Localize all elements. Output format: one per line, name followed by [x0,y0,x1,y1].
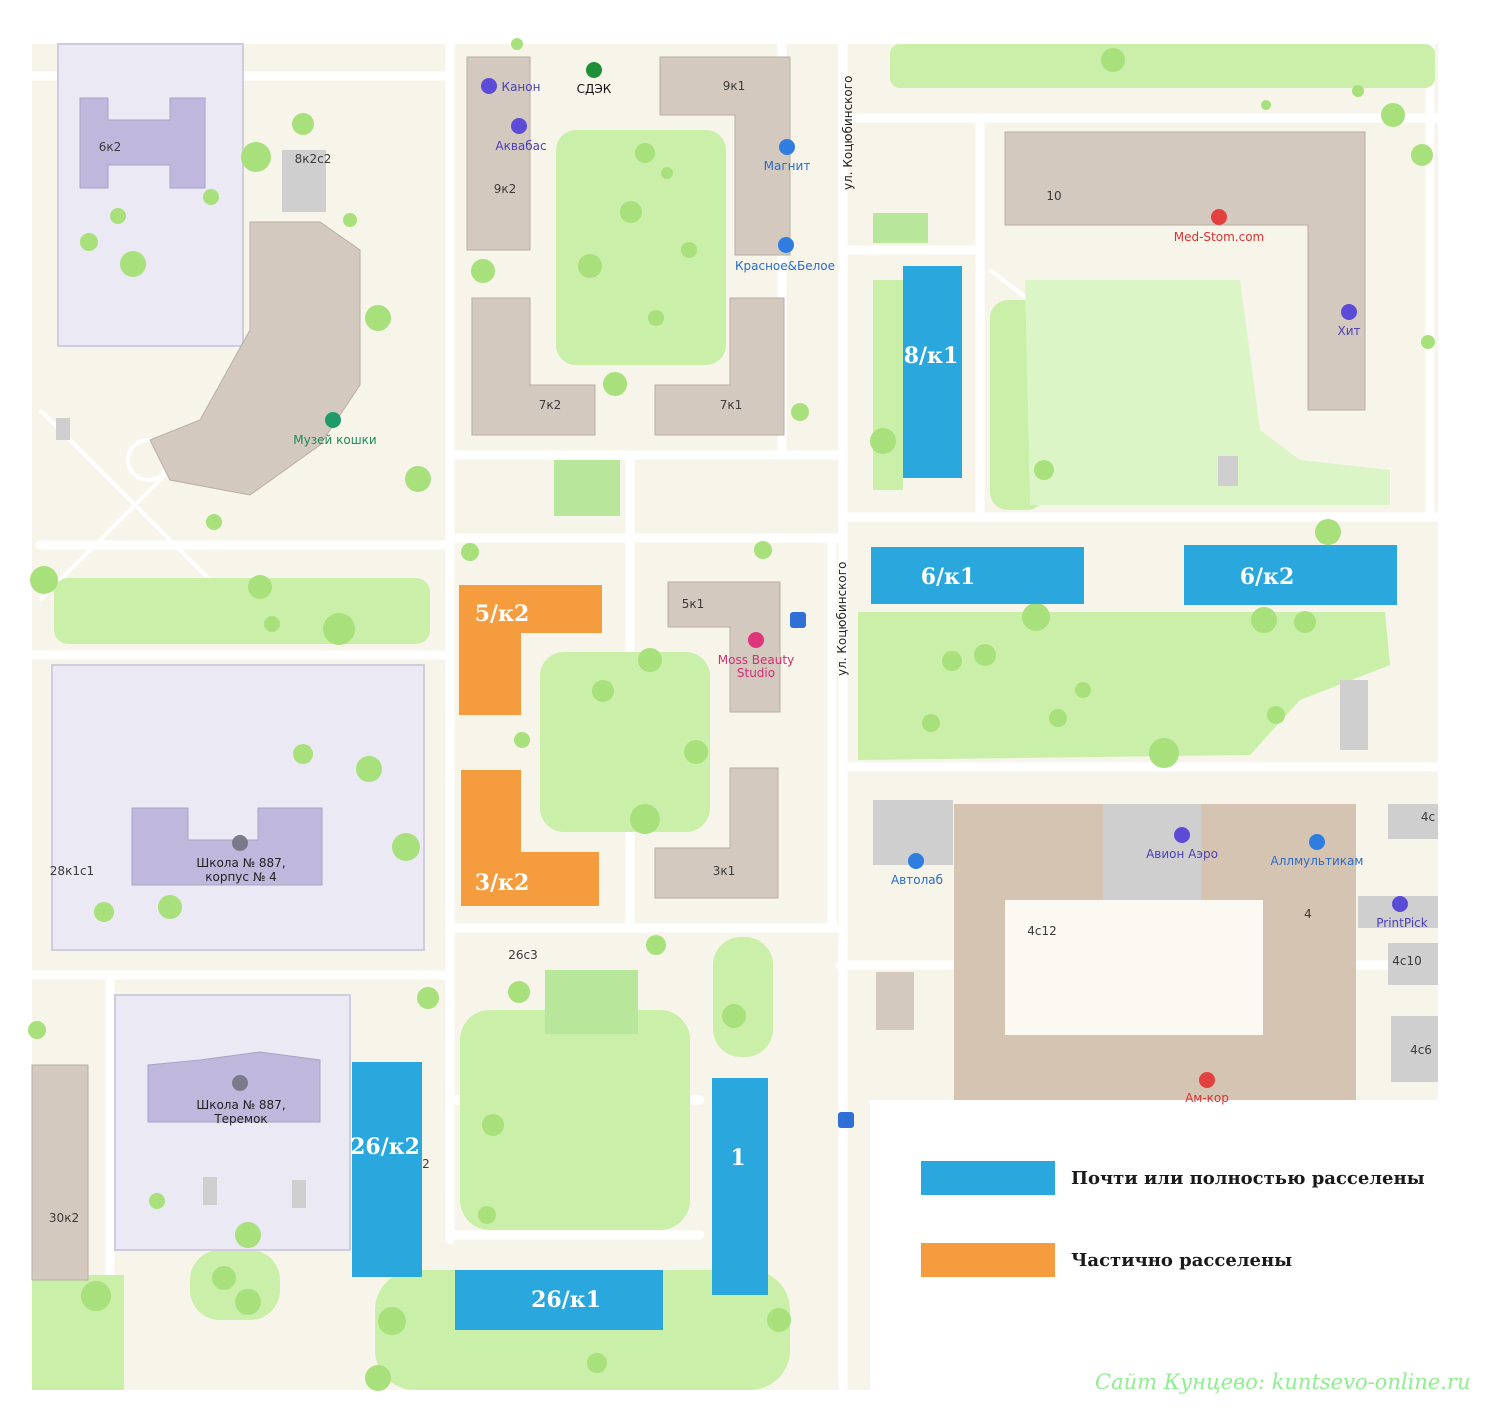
building-label: 9к2 [494,182,517,196]
building-label: 6к2 [99,140,122,154]
legend-item-partial: Частично расселены [921,1242,1292,1278]
medstom-tooth-icon[interactable] [1211,209,1227,225]
avtolab-car-icon[interactable] [908,853,924,869]
highlight-3k2 [461,770,599,906]
building-label: 8к2с2 [295,152,332,166]
school-buildings [79,97,323,1123]
highlight-label: 26/к1 [531,1287,601,1313]
poi-label-medstom: Med-Stom.com [1174,230,1264,244]
building-label: 7к1 [720,398,743,412]
highlight-5k2 [459,585,602,715]
poi-label-amkor: Ам-кор [1185,1091,1229,1105]
museum-icon[interactable] [325,412,341,428]
highlight-label: 6/к1 [921,564,976,590]
poi-label-allmult: Аллмультикам [1271,854,1364,868]
poi-label-avtolab: Автолаб [891,873,943,887]
poi-label-school2: Теремок [213,1112,267,1126]
highlight-label: 1 [730,1145,745,1171]
legend-item-full: Почти или полностью расселены [921,1160,1425,1196]
building-label: 3к1 [713,864,736,878]
building-label: 5к1 [682,597,705,611]
street-labels: ул. Коцюбинского ул. Коцюбинского [835,76,855,676]
poi-label-hit: Хит [1337,324,1360,338]
poi-label-magnit: Магнит [764,159,811,173]
poi-label-moss: Moss Beauty [718,653,794,667]
street-label: ул. Коцюбинского [835,562,849,676]
building-label: 7к2 [539,398,562,412]
poi-label-cdek: СДЭК [577,82,612,96]
school-zones [51,43,425,1251]
legend-label-partial: Частично расселены [1071,1249,1293,1271]
highlight-1 [712,1078,768,1295]
building-label: 2 [422,1157,430,1171]
highlight-6k1 [871,547,1084,604]
resettlement-highlights [352,266,1397,1330]
highlight-labels: 8/к1 6/к1 6/к2 5/к2 3/к2 26/к2 26/к1 1 [350,343,1294,1313]
avion-briefcase-icon[interactable] [1174,827,1190,843]
highlight-8k1 [903,266,962,478]
building-label: 9к1 [723,79,746,93]
poi-label-avion: Авион Аэро [1146,847,1218,861]
legend-label-full: Почти или полностью расселены [1071,1167,1425,1189]
school-cap-icon[interactable] [232,835,248,851]
building-label: 28к1с1 [50,864,94,878]
cdek-icon[interactable] [586,62,602,78]
allmult-shirt-icon[interactable] [1309,834,1325,850]
highlight-label: 6/к2 [1240,564,1295,590]
building-label: 4с6 [1410,1043,1432,1057]
highlight-26k1 [455,1270,663,1330]
poi-label-krasnoe: Красное&Белое [735,259,835,273]
hotel-icon[interactable] [1341,304,1357,320]
highlight-26k2 [352,1062,422,1277]
kanon-icon[interactable] [481,78,497,94]
legend-swatch-blue [921,1161,1055,1195]
building-label: 4с [1421,810,1435,824]
highlight-label: 3/к2 [475,870,530,896]
street-label: ул. Коцюбинского [841,76,855,190]
poi-label-school1: корпус № 4 [205,870,277,884]
building-label: 4с10 [1392,954,1422,968]
highlight-label: 8/к1 [904,343,959,369]
poi-labels: Канон СДЭК Аквабас Магнит Красное&Белое … [196,80,1427,1126]
poi-label-moss: Studio [737,666,775,680]
poi-markers [232,62,1408,1128]
trees [28,38,1435,1391]
bus-stop-icon[interactable] [838,1112,854,1128]
highlight-label: 26/к2 [350,1134,420,1160]
poi-label-printpick: PrintPick [1376,916,1428,930]
amkor-tooth-icon[interactable] [1199,1072,1215,1088]
poi-label-muzey: Музей кошки [293,433,376,447]
residential-buildings [31,56,1366,1281]
poi-label-school2: Школа № 887, [196,1098,285,1112]
building-label: 4с12 [1027,924,1057,938]
building-labels: 6к2 8к2с2 9к1 9к2 7к2 7к1 10 5к1 3к1 26с… [49,79,1435,1225]
beauty-flower-icon[interactable] [748,632,764,648]
industrial-blocks [56,150,1438,1208]
highlight-6k2 [1184,545,1397,605]
building-label: 4 [1304,907,1312,921]
poi-label-kanon: Канон [502,80,541,94]
akvabas-icon[interactable] [511,118,527,134]
poi-label-akvabas: Аквабас [495,139,546,153]
printer-icon[interactable] [1392,896,1408,912]
legend-swatch-orange [921,1243,1055,1277]
krasnoe-shop-icon[interactable] [778,237,794,253]
building-label: 10 [1046,189,1061,203]
building-label: 30к2 [49,1211,79,1225]
bus-stop-icon[interactable] [790,612,806,628]
building-label: 26с3 [508,948,538,962]
site-credit: Сайт Кунцево: kuntsevo-online.ru [1095,1370,1471,1394]
poi-label-school1: Школа № 887, [196,856,285,870]
highlight-label: 5/к2 [475,601,530,627]
magnit-shop-icon[interactable] [779,139,795,155]
kindergarten-horse-icon[interactable] [232,1075,248,1091]
